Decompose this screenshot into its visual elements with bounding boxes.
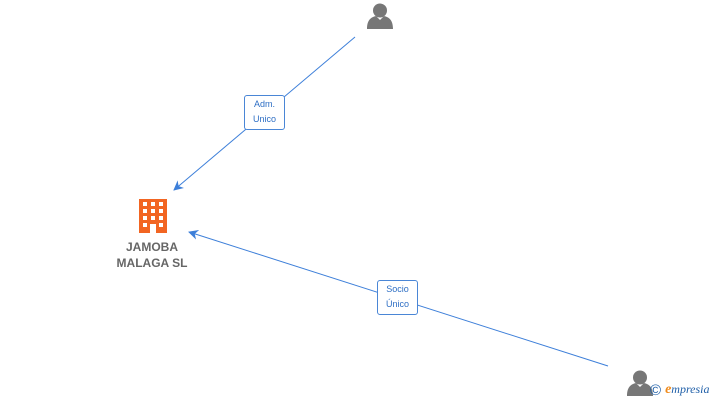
brand-logo: empresia — [665, 382, 709, 398]
relation-label-adm: Adm. Unico — [244, 95, 285, 130]
relation-label-line1: Socio — [386, 284, 409, 294]
brand-rest: mpresia — [671, 382, 710, 396]
relation-label-line2: Único — [385, 299, 409, 309]
person-icon[interactable] — [627, 370, 653, 397]
person-icon[interactable] — [367, 3, 393, 30]
building-icon[interactable] — [139, 199, 167, 233]
copyright-symbol: © — [650, 381, 662, 399]
company-name[interactable]: JAMOBA MALAGA SL — [96, 239, 208, 271]
company-name-line2: MALAGA SL — [116, 256, 188, 270]
empresia-watermark: © empresia — [650, 380, 710, 400]
relation-label-socio: Socio Único — [377, 280, 418, 315]
relation-label-line2: Unico — [252, 114, 276, 124]
company-name-line1: JAMOBA — [125, 240, 178, 254]
relation-label-line1: Adm. — [253, 99, 275, 109]
brand-initial: e — [665, 382, 672, 397]
